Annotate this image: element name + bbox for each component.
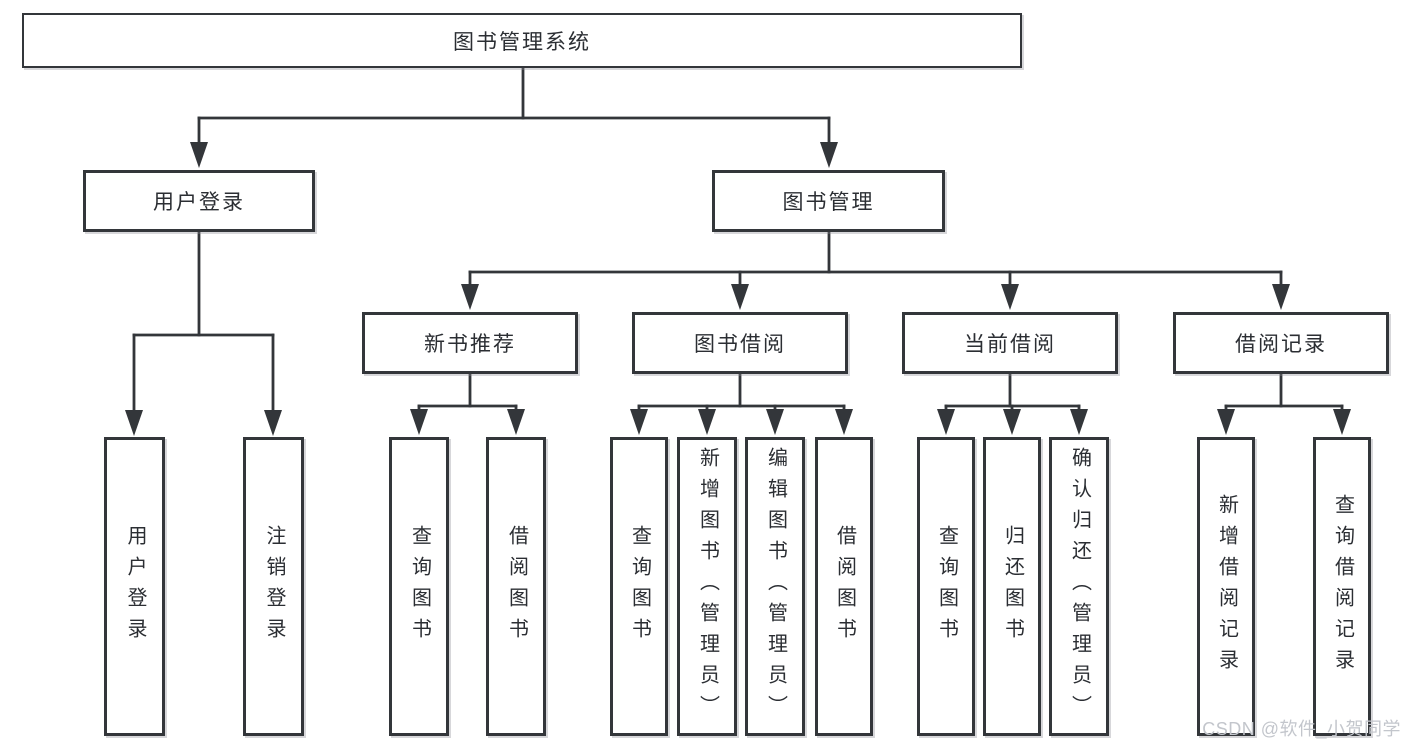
leaf-borrow-books-recommend: 借阅图书 [486,437,546,736]
leaf-logout-label: 注销登录 [263,524,285,649]
node-book-borrow-label: 图书借阅 [694,333,786,356]
leaf-add-borrow-record-label: 新增借阅记录 [1215,493,1238,680]
leaf-query-books-recommend-label: 查询图书 [408,524,431,649]
node-book-management-label: 图书管理 [782,191,875,214]
node-borrow-records-label: 借阅记录 [1235,333,1327,356]
node-user-login-label: 用户登录 [153,191,245,214]
leaf-confirm-return-admin: 确认归还（管理员） [1049,437,1109,736]
node-library-system-label: 图书管理系统 [453,30,591,54]
leaf-query-books-borrow-label: 查询图书 [628,524,651,649]
leaf-add-book-admin: 新增图书（管理员） [677,437,737,736]
leaf-return-book: 归还图书 [983,437,1041,736]
leaf-borrow-books-recommend-label: 借阅图书 [505,524,528,649]
leaf-query-books-current: 查询图书 [917,437,975,736]
node-borrow-records: 借阅记录 [1173,312,1389,374]
leaf-return-book-label: 归还图书 [1001,524,1024,649]
leaf-user-login-label: 用户登录 [124,524,146,649]
leaf-user-login: 用户登录 [104,437,165,736]
node-library-system: 图书管理系统 [22,13,1022,68]
leaf-confirm-return-admin-label: 确认归还（管理员） [1068,447,1091,726]
leaf-logout: 注销登录 [243,437,304,736]
node-book-management: 图书管理 [712,170,945,232]
leaf-edit-book-admin-label: 编辑图书（管理员） [764,447,787,726]
leaf-borrow-books-label: 借阅图书 [833,524,856,649]
leaf-query-books-current-label: 查询图书 [935,524,958,649]
node-current-borrow: 当前借阅 [902,312,1118,374]
leaf-query-borrow-record-label: 查询借阅记录 [1331,493,1354,680]
leaf-add-book-admin-label: 新增图书（管理员） [696,447,719,726]
leaf-query-books-borrow: 查询图书 [610,437,668,736]
node-current-borrow-label: 当前借阅 [964,333,1056,356]
leaf-edit-book-admin: 编辑图书（管理员） [745,437,805,736]
node-new-book-recommend: 新书推荐 [362,312,578,374]
csdn-watermark: CSDN @软件_小贺同学 [1202,719,1401,739]
leaf-add-borrow-record: 新增借阅记录 [1197,437,1255,736]
node-new-book-recommend-label: 新书推荐 [424,333,516,356]
leaf-query-books-recommend: 查询图书 [389,437,449,736]
node-book-borrow: 图书借阅 [632,312,848,374]
leaf-borrow-books: 借阅图书 [815,437,873,736]
leaf-query-borrow-record: 查询借阅记录 [1313,437,1371,736]
node-user-login: 用户登录 [83,170,315,232]
